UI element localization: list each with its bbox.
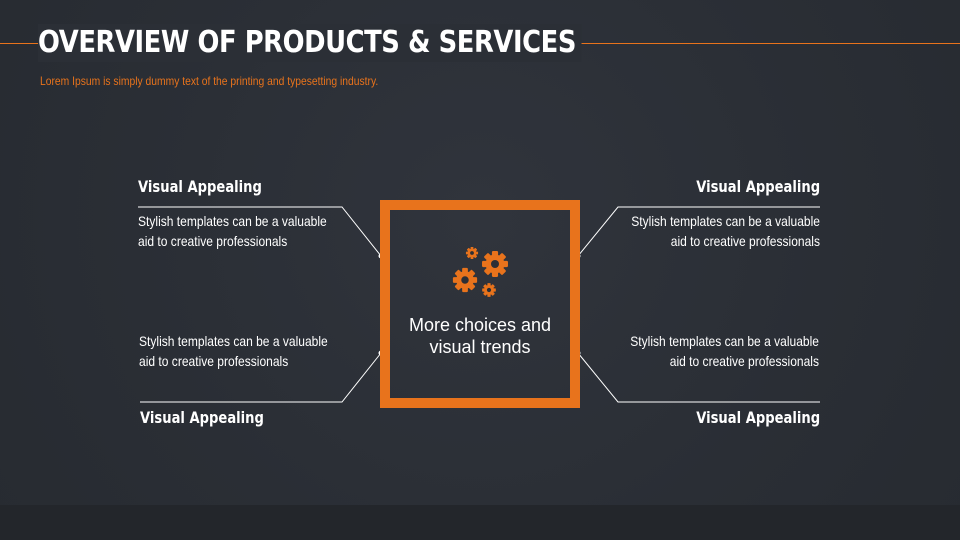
slide-title: OVERVIEW OF PRODUCTS & SERVICES [38,24,582,62]
center-box: More choices and visual trends [380,200,580,408]
desc-bottom-left: Stylish templates can be a valuable aid … [139,331,345,371]
desc-bottom-left-line2: aid to creative professionals [139,353,289,369]
connector-top-left [138,206,382,257]
desc-top-left-line2: aid to creative professionals [138,233,288,249]
heading-bottom-right: Visual Appealing [696,408,820,427]
heading-top-left: Visual Appealing [138,177,262,196]
heading-top-right: Visual Appealing [696,177,820,196]
gear-large-right [482,251,508,277]
center-caption-line1: More choices and [408,315,552,335]
desc-top-left: Stylish templates can be a valuable aid … [138,211,344,251]
center-caption-line2: visual trends [429,337,531,357]
desc-top-right-line2: aid to creative professionals [670,233,820,249]
center-caption: More choices and visual trends [390,314,570,358]
bottom-band [0,505,960,540]
desc-bottom-right: Stylish templates can be a valuable aid … [613,331,819,371]
gear-large-left [452,267,478,293]
desc-top-left-line1: Stylish templates can be a valuable [138,213,327,229]
connector-bottom-right [577,352,820,403]
gear-small-bottom [482,283,496,297]
gear-small-top [465,246,479,260]
slide-subtitle: Lorem Ipsum is simply dummy text of the … [40,74,379,88]
gears-icon [452,246,508,297]
connector-top-right [577,206,820,257]
desc-bottom-right-line2: aid to creative professionals [669,353,819,369]
heading-bottom-left: Visual Appealing [140,408,264,427]
connector-bottom-left [140,352,382,403]
desc-top-right: Stylish templates can be a valuable aid … [614,211,820,251]
desc-top-right-line1: Stylish templates can be a valuable [631,213,820,229]
desc-bottom-left-line1: Stylish templates can be a valuable [139,333,328,349]
desc-bottom-right-line1: Stylish templates can be a valuable [630,333,819,349]
